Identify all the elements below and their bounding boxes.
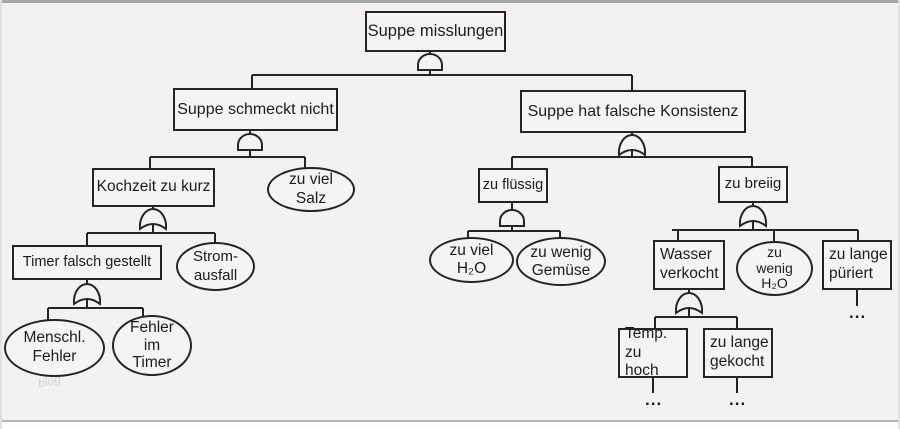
- or-gate-icon: [738, 204, 768, 228]
- or-gate-icon: [617, 133, 647, 157]
- and-gate-icon: [237, 133, 263, 151]
- continuation-ellipsis: ...: [849, 303, 867, 322]
- window-bottom-margin: [0, 422, 900, 429]
- node-zu-wenig-gemuese: zu wenig Gemüse: [516, 237, 606, 286]
- and-gate-icon: [499, 209, 525, 227]
- node-zu-viel-h2o: zu viel H₂O: [429, 237, 514, 283]
- continuation-ellipsis: ...: [645, 390, 663, 409]
- node-wasser-verkocht: Wasser verkocht: [653, 240, 725, 290]
- node-zu-wenig-h2o: zu wenig H₂O: [736, 241, 813, 296]
- node-suppe-schmeckt-nicht: Suppe schmeckt nicht: [173, 88, 338, 131]
- window-top-border: [0, 0, 900, 3]
- or-gate-icon: [138, 207, 168, 231]
- window-bottom-border: [0, 420, 900, 422]
- node-menschl-fehler: Menschl. Fehler: [4, 319, 105, 377]
- node-zu-lange-pueriert: zu lange püriert: [822, 240, 892, 290]
- node-suppe-hat-falsche-konsistenz: Suppe hat falsche Konsistenz: [520, 90, 746, 133]
- continuation-ellipsis: ...: [729, 390, 747, 409]
- node-kochzeit-zu-kurz: Kochzeit zu kurz: [92, 168, 215, 207]
- window-right-border: [898, 0, 900, 429]
- window-left-border: [0, 0, 2, 429]
- node-timer-falsch-gestellt: Timer falsch gestellt: [12, 245, 162, 280]
- node-suppe-misslungen: Suppe misslungen: [365, 11, 506, 52]
- node-zu-lange-gekocht: zu lange gekocht: [703, 328, 773, 378]
- node-zu-viel-salz: zu viel Salz: [267, 167, 355, 212]
- and-gate-icon: [417, 53, 443, 71]
- node-temp-zu-hoch: Temp. zu hoch: [618, 325, 688, 379]
- or-gate-icon: [72, 282, 102, 306]
- node-fehler-im-timer: Fehler im Timer: [112, 315, 192, 376]
- node-stromausfall: Strom- ausfall: [176, 242, 255, 291]
- node-zu-fluessig: zu flüssig: [478, 168, 548, 203]
- or-gate-icon: [674, 291, 704, 315]
- node-zu-breiig: zu breiig: [718, 166, 788, 203]
